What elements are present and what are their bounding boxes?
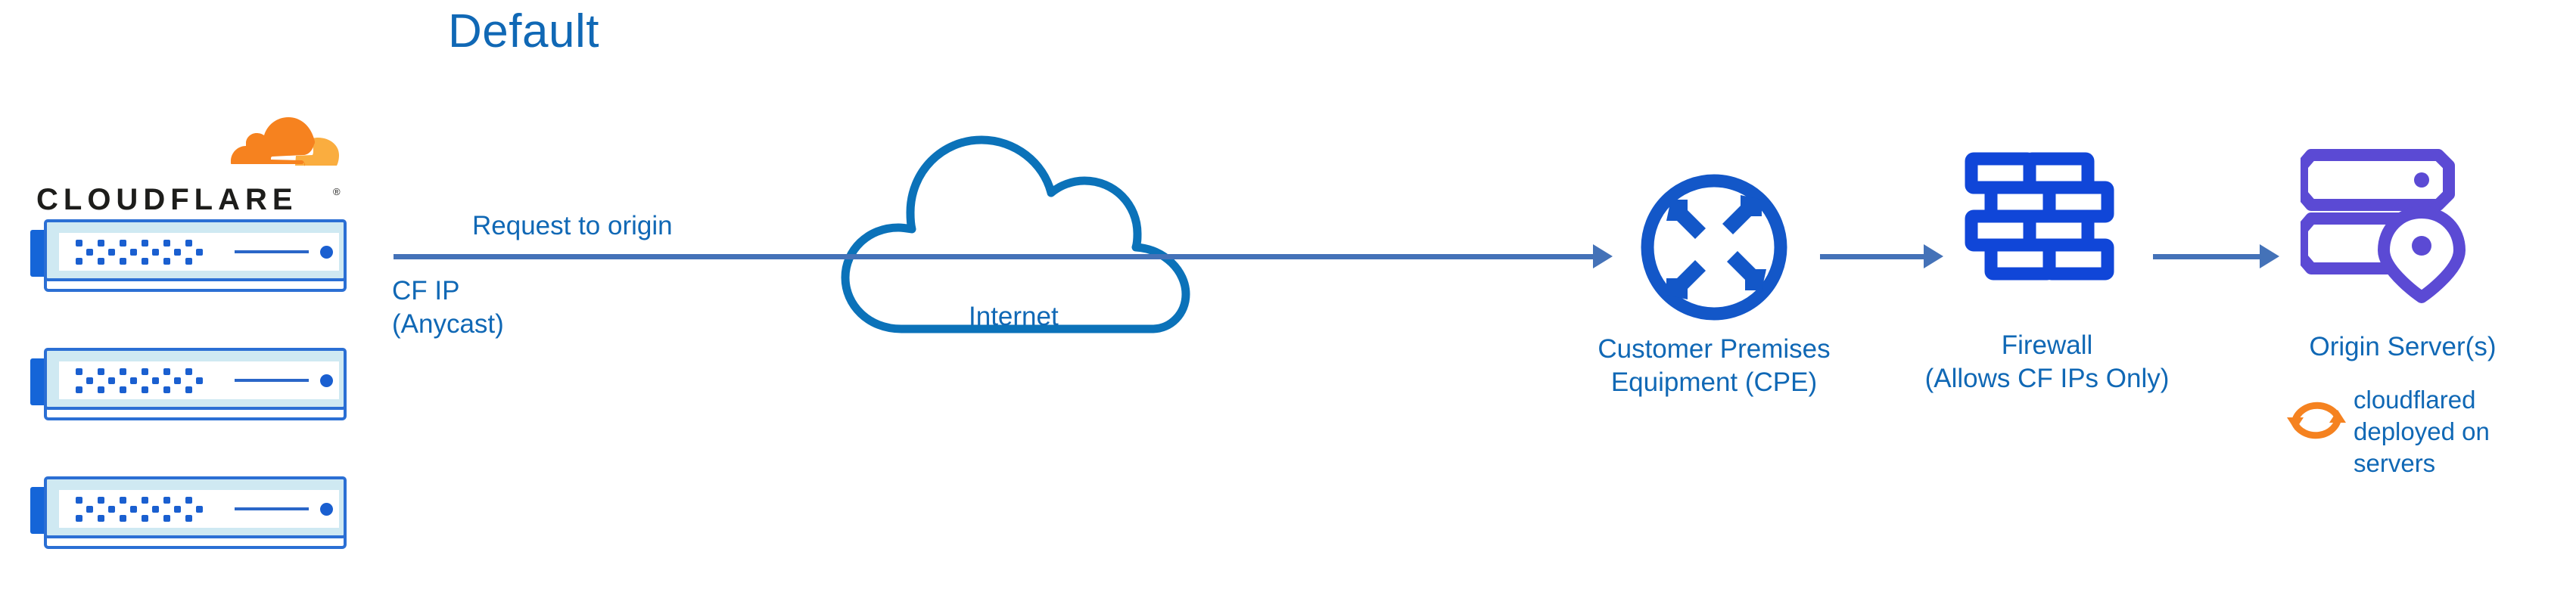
server-location-pin-icon [2296, 140, 2475, 314]
cloudflare-cloud-icon [204, 113, 348, 183]
cf-ip-line-2: (Anycast) [392, 309, 504, 339]
rack-body [44, 219, 347, 281]
rack-vent-dots [76, 368, 206, 394]
cf-ip-line-1: CF IP [392, 276, 460, 305]
cloudflared-line-2: deployed on [2354, 417, 2490, 445]
rack-body [44, 348, 347, 410]
cloudflare-wordmark: CLOUDFLARE ® [36, 183, 347, 216]
server-rack-icon [30, 476, 348, 549]
cpe-label-line-1: Customer Premises [1598, 334, 1831, 364]
sync-refresh-icon [2284, 387, 2349, 452]
rack-lead-line [235, 507, 309, 510]
rack-status-led [320, 246, 333, 259]
cpe-label: Customer Premises Equipment (CPE) [1544, 333, 1884, 399]
cpe-label-line-2: Equipment (CPE) [1610, 367, 1818, 397]
server-rack-icon [30, 348, 348, 420]
brick-wall-icon [1964, 151, 2115, 302]
svg-text:®: ® [333, 186, 341, 197]
cloudflared-line-1: cloudflared [2354, 386, 2476, 414]
server-rack-icon [30, 219, 348, 292]
rack-status-led [320, 503, 333, 516]
cloud-icon [829, 102, 1260, 344]
rack-lead-line [235, 379, 309, 382]
flow-arrow-firewall-to-origin-head [2260, 244, 2279, 268]
cloudflared-annotation-label: cloudflared deployed on servers [2354, 384, 2543, 479]
flow-arrow-through-cloud [832, 254, 1260, 259]
cloudflare-logo: CLOUDFLARE ® [36, 113, 348, 216]
rack-panel [59, 233, 339, 271]
page-title: Default [448, 5, 599, 57]
internet-label: Internet [969, 302, 1059, 331]
flow-arrow-cpe-to-firewall-head [1924, 244, 1943, 268]
firewall-label-line-1: Firewall [2001, 330, 2093, 360]
firewall-label: Firewall (Allows CF IPs Only) [1869, 329, 2225, 395]
firewall-label-line-2: (Allows CF IPs Only) [1924, 364, 2170, 393]
request-to-origin-label: Request to origin [472, 211, 673, 240]
svg-text:CLOUDFLARE: CLOUDFLARE [36, 183, 298, 215]
flow-arrow-cpe-to-firewall-line [1820, 254, 1926, 259]
cloudflared-line-3: servers [2354, 449, 2436, 477]
rack-lead-line [235, 250, 309, 253]
rack-status-led [320, 374, 333, 387]
rack-vent-dots [76, 240, 206, 265]
rack-vent-dots [76, 497, 206, 523]
origin-server-label: Origin Server(s) [2309, 332, 2497, 361]
rack-body [44, 476, 347, 538]
router-four-arrows-icon [1635, 168, 1794, 327]
flow-arrow-request-head [1593, 244, 1613, 268]
flow-arrow-firewall-to-origin-line [2153, 254, 2263, 259]
rack-panel [59, 490, 339, 528]
rack-panel [59, 361, 339, 399]
cf-ip-label: CF IP (Anycast) [392, 274, 619, 341]
